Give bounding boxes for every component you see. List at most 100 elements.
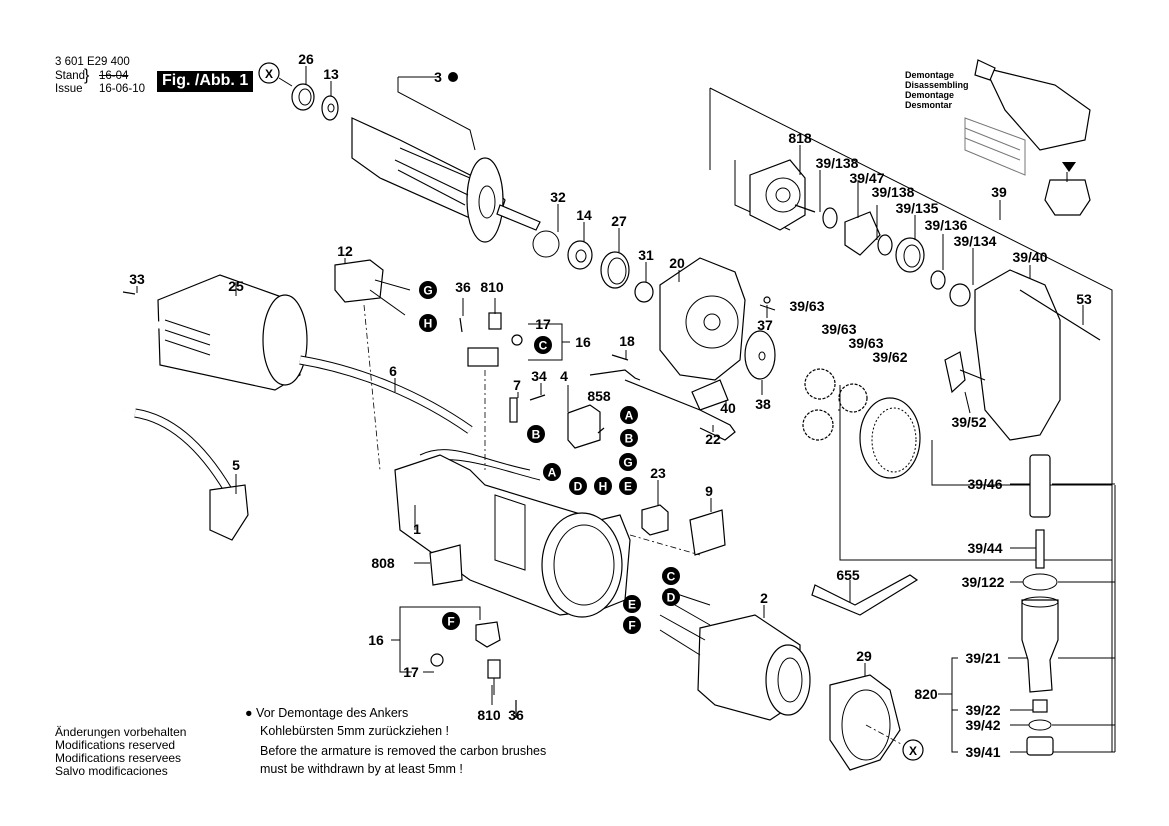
label-39-40: 39/40 — [1012, 249, 1047, 265]
disassembly-note: Demontage Disassembling Demontage Desmon… — [905, 70, 969, 110]
connector-marker-h: H — [594, 477, 612, 495]
connector-marker-a: A — [543, 463, 561, 481]
field-and-fan: X — [659, 574, 924, 771]
svg-text:G: G — [423, 284, 432, 298]
cable-6 — [299, 355, 473, 434]
needle-sleeve-39-134 — [949, 283, 971, 307]
figure-label: Fig. /Abb. 1 — [157, 71, 254, 92]
screw-858 — [597, 427, 605, 434]
label-29: 29 — [856, 648, 872, 664]
label-23: 23 — [650, 465, 666, 481]
label-13: 13 — [323, 66, 339, 82]
label-6: 6 — [389, 363, 397, 379]
cam-39-47 — [844, 211, 881, 256]
connector-marker-c: C — [662, 567, 680, 585]
disassembly-inset — [964, 59, 1091, 216]
label-36b: 36 — [508, 707, 524, 723]
modifications-note: Änderungen vorbehalten Modifications res… — [55, 726, 186, 778]
arrow-down-icon — [1062, 162, 1076, 172]
ball-bearing-13 — [321, 95, 339, 121]
svg-text:E: E — [628, 598, 636, 612]
part-number-labels: 26 13 3 32 14 27 31 20 37 38 40 22 18 12… — [129, 51, 1092, 760]
svg-text:G: G — [623, 456, 632, 470]
label-9 — [689, 509, 726, 556]
end-cover-25 — [157, 274, 301, 391]
label-39-135: 39/135 — [896, 200, 939, 216]
label-39-47: 39/47 — [849, 170, 884, 186]
label-32: 32 — [550, 189, 566, 205]
screw-33 — [122, 291, 136, 295]
label-39-63c: 39/63 — [848, 335, 883, 351]
punch-39-46 — [1029, 454, 1051, 518]
label-26: 26 — [298, 51, 314, 67]
note-line: Desmontar — [905, 100, 953, 110]
label-4: 4 — [560, 368, 568, 384]
carbon-brush-810 — [488, 312, 502, 330]
svg-text:C: C — [539, 339, 548, 353]
connector-marker-d: D — [569, 477, 587, 495]
stand-label: Stand — [55, 70, 86, 82]
label-5: 5 — [232, 457, 240, 473]
spring-18 — [611, 354, 629, 361]
label-18: 18 — [619, 333, 635, 349]
label-810b: 810 — [477, 707, 501, 723]
screw-37 — [763, 296, 771, 304]
label-22: 22 — [705, 431, 721, 447]
issue-label: Issue — [55, 83, 83, 95]
label-16b: 16 — [368, 632, 384, 648]
label-858: 858 — [587, 388, 611, 404]
screw-36 — [459, 317, 463, 333]
svg-text:D: D — [574, 480, 583, 494]
label-38: 38 — [755, 396, 771, 412]
washer-38 — [744, 330, 776, 380]
label-27: 27 — [611, 213, 627, 229]
label-36: 36 — [455, 279, 471, 295]
label-39-122: 39/122 — [962, 574, 1005, 590]
svg-text:E: E — [624, 480, 632, 494]
label-39-52: 39/52 — [951, 414, 986, 430]
old-date: 16-04 — [99, 70, 129, 82]
mod-line: Modifications reserved — [55, 738, 176, 752]
connector-markers: G H C A B B A G D H E F C D E F — [419, 281, 680, 634]
electrical-parts — [334, 259, 736, 481]
connector-marker-f: F — [623, 616, 641, 634]
warning-de-2: Kohlebürsten 5mm zurückziehen ! — [260, 724, 449, 738]
warning-text: Vor Demontage des Ankers — [256, 706, 409, 720]
connector-marker-b: B — [527, 425, 545, 443]
label-31: 31 — [638, 247, 654, 263]
warning-en-1: Before the armature is removed the carbo… — [260, 744, 547, 758]
die-39-21 — [1021, 599, 1059, 693]
bearing-31 — [634, 281, 654, 303]
issue-date: 16-06-10 — [99, 83, 146, 95]
label-3: 3 — [434, 69, 442, 85]
part-number: 3 601 E29 400 — [55, 56, 130, 68]
label-16: 16 — [575, 334, 591, 350]
screw-53 — [1019, 289, 1101, 341]
plug-5 — [209, 484, 249, 541]
switch-rod-22 — [589, 369, 736, 441]
label-39-22: 39/22 — [965, 702, 1000, 718]
label-820: 820 — [914, 686, 938, 702]
needle-bearing-39-135 — [895, 237, 925, 273]
die-insert-39-22 — [1032, 699, 1048, 713]
gear-housing-20 — [659, 257, 776, 411]
o-ring-39-42 — [1028, 719, 1052, 731]
cable-clip-7 — [509, 397, 518, 423]
label-39-41: 39/41 — [965, 744, 1000, 760]
svg-text:H: H — [424, 317, 433, 331]
label-17: 17 — [535, 316, 551, 332]
mod-line: Salvo modificaciones — [55, 764, 168, 778]
label-39-42: 39/42 — [965, 717, 1000, 733]
label-7: 7 — [513, 377, 521, 393]
label-39-136: 39/136 — [925, 217, 968, 233]
motor-housing-1 — [394, 454, 726, 618]
alignment-marker-label: X — [265, 67, 273, 81]
svg-text:C: C — [667, 570, 676, 584]
ring-gear-39-62 — [859, 397, 921, 479]
label-20: 20 — [669, 255, 685, 271]
head-assembly-39 — [709, 87, 1113, 752]
mod-line: Modifications reservees — [55, 751, 182, 765]
svg-text:F: F — [447, 615, 454, 629]
connector-marker-c: C — [534, 336, 552, 354]
